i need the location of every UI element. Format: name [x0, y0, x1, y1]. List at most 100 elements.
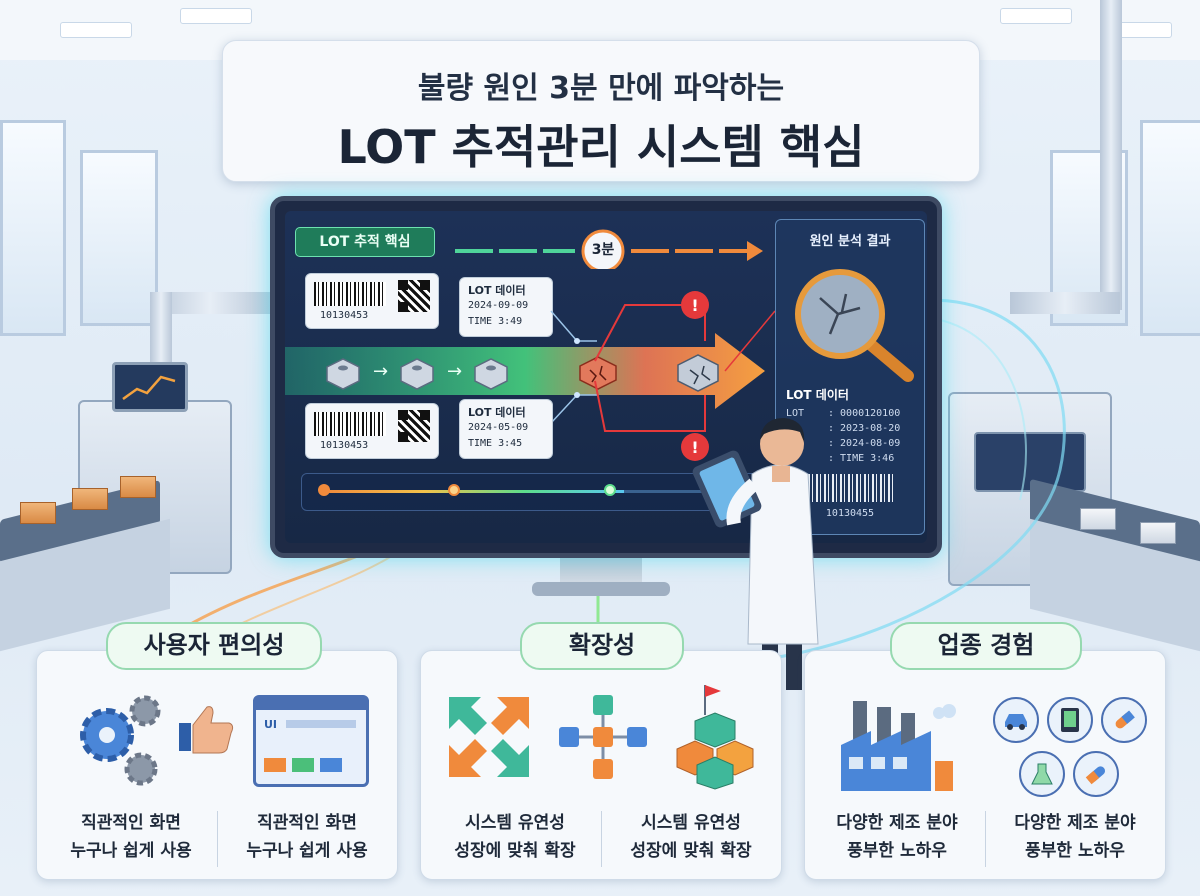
monitor: LOT 추적 핵심 3분 10130453 LOT 데이터 2024-09-09…: [270, 196, 942, 558]
feature-caption: 시스템 유연성 성장에 맞춰 확장: [431, 809, 599, 865]
lot-data-card: LOT 데이터 2024-09-09 TIME 3:49: [459, 277, 553, 337]
divider: [985, 811, 986, 867]
product-cube-icon: [469, 353, 513, 393]
timeline-progress: [324, 490, 624, 493]
ui-label: UI: [264, 718, 278, 731]
timeline-marker[interactable]: [604, 484, 616, 496]
feature-caption: 직관적인 화면 누구나 쉽게 사용: [221, 809, 393, 865]
caption-line: 풍부한 노하우: [847, 841, 947, 861]
product-box: [1080, 508, 1116, 530]
ceiling-light: [180, 8, 252, 24]
result-value: : 0000120100: [828, 408, 901, 419]
progress-arrow: [455, 229, 763, 269]
timeline-remaining: [624, 490, 744, 493]
caption-line: 누구나 쉽게 사용: [246, 841, 368, 861]
pipe: [150, 292, 270, 314]
ceiling-light: [1000, 8, 1072, 24]
barcode-icon: [314, 282, 386, 306]
result-row: : TIME 3:46: [786, 451, 900, 466]
barcode-icon: [808, 474, 894, 502]
tablet-icon: [1047, 697, 1093, 743]
stacked-cubes-icon: [665, 681, 765, 791]
title-banner: 불량 원인 3분 만에 파악하는 LOT 추적관리 시스템 핵심: [222, 40, 980, 182]
factory-icon: [831, 691, 961, 799]
feature-panel-scalability: 시스템 유연성 성장에 맞춰 확장 시스템 유연성 성장에 맞춰 확장: [420, 650, 782, 880]
network-nodes-icon: [555, 687, 651, 787]
thumbs-up-icon: [175, 699, 235, 759]
factory-window: [1140, 120, 1200, 336]
feature-caption: 시스템 유연성 성장에 맞춰 확장: [605, 809, 777, 865]
timeline-marker[interactable]: [318, 484, 330, 496]
title-line-2: LOT 추적관리 시스템 핵심: [337, 120, 865, 174]
result-row: : 2024-08-09: [786, 436, 900, 451]
caption-line: 다양한 제조 분야: [1014, 813, 1136, 833]
alert-icon: !: [681, 433, 709, 461]
caption-line: 다양한 제조 분야: [836, 813, 958, 833]
lot-data-label: LOT 데이터: [468, 406, 526, 419]
feature-panel-industry: 다양한 제조 분야 풍부한 노하우 다양한 제조 분야 풍부한 노하우: [804, 650, 1166, 880]
caption-line: 직관적인 화면: [257, 813, 357, 833]
ui-screen-icon: UI: [253, 695, 369, 787]
flow-arrow-icon: →: [447, 361, 463, 382]
result-row: : 2023-08-20: [786, 421, 900, 436]
feature-caption: 다양한 제조 분야 풍부한 노하우: [811, 809, 983, 865]
caption-line: 시스템 유연성: [465, 813, 565, 833]
panel-tag-industry: 업종 경험: [890, 622, 1082, 670]
pill-icon: [1101, 697, 1147, 743]
ceiling-light: [60, 22, 132, 38]
ui-bar: [286, 720, 356, 728]
feature-caption: 직관적인 화면 누구나 쉽게 사용: [47, 809, 215, 865]
factory-window: [0, 120, 66, 336]
ui-block: [320, 758, 342, 772]
magnifier-icon: [795, 269, 914, 382]
result-key: LOT: [786, 408, 805, 419]
barcode-number: 10130453: [320, 440, 369, 451]
result-row: LOT : 0000120100: [786, 406, 900, 421]
car-icon: [993, 697, 1039, 743]
product-cube-icon: [321, 353, 365, 393]
section-label: LOT 추적 핵심: [295, 227, 435, 257]
ui-block: [264, 758, 286, 772]
chart-line-icon: [122, 375, 176, 401]
title-line-1: 불량 원인 3분 만에 파악하는: [417, 71, 785, 106]
ui-screen-titlebar: [256, 698, 366, 710]
qr-code-icon: [398, 410, 430, 442]
pipe: [1010, 292, 1120, 314]
caption-line: 성장에 맞춰 확장: [454, 841, 576, 861]
expand-arrows-icon: [441, 689, 537, 785]
lot-date: 2024-05-09: [468, 422, 529, 433]
result-data-list: LOT : 0000120100 : 2023-08-20 : 2024-08-0…: [786, 406, 900, 466]
product-cube-icon: [395, 353, 439, 393]
pipe: [1100, 0, 1122, 310]
flow-arrow-icon: →: [373, 361, 389, 382]
barcode-card: 10130453: [305, 403, 439, 459]
trace-connectors: [550, 304, 775, 432]
barcode-icon: [314, 412, 386, 436]
monitor-stand-base: [532, 582, 670, 596]
divider: [217, 811, 218, 867]
defective-product-icon: [575, 351, 621, 393]
feature-caption: 다양한 제조 분야 풍부한 노하우: [989, 809, 1161, 865]
divider: [601, 811, 602, 867]
timeline-track[interactable]: [301, 473, 763, 511]
caption-line: 성장에 맞춰 확장: [630, 841, 752, 861]
pipe: [150, 292, 172, 382]
result-title: 원인 분석 결과: [809, 234, 891, 249]
ui-block: [292, 758, 314, 772]
gears-icon: [67, 689, 167, 789]
factory-window: [80, 150, 158, 326]
caption-line: 직관적인 화면: [81, 813, 181, 833]
timer-label: 3분: [591, 242, 615, 258]
product-box: [120, 476, 156, 498]
result-value: : 2023-08-20: [828, 423, 901, 434]
monitor-screen: LOT 추적 핵심 3분 10130453 LOT 데이터 2024-09-09…: [285, 211, 927, 543]
lot-time: TIME 3:49: [468, 316, 523, 327]
panel-tag-scalability: 확장성: [520, 622, 684, 670]
timeline-marker[interactable]: [448, 484, 460, 496]
result-lot-label: LOT 데이터: [786, 388, 849, 402]
lot-data-card: LOT 데이터 2024-05-09 TIME 3:45: [459, 399, 553, 459]
lot-time: TIME 3:45: [468, 438, 523, 449]
feature-panel-usability: UI 직관적인 화면 누구나 쉽게 사용 직관적인 화면 누구나 쉽게 사용: [36, 650, 398, 880]
result-value: : 2024-08-09: [828, 438, 901, 449]
qr-code-icon: [398, 280, 430, 312]
